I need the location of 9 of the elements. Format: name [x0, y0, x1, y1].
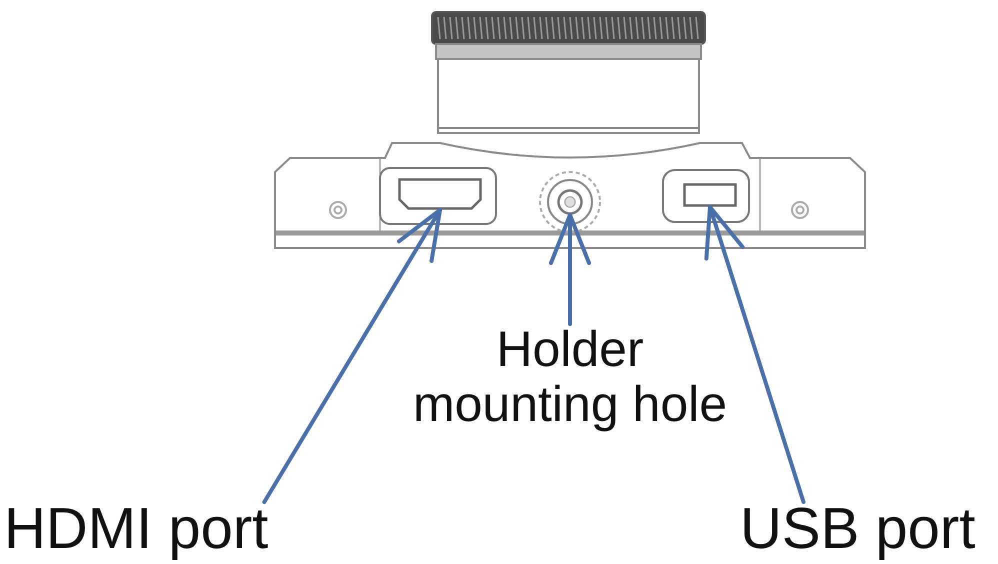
- leader-arrow: [704, 205, 806, 504]
- part-label: Holder mounting hole: [405, 322, 735, 432]
- leader-arrow: [549, 213, 591, 326]
- mounting-hole: [557, 189, 583, 215]
- part-label: HDMI port: [4, 500, 268, 558]
- port-socket: [683, 183, 737, 207]
- part-label: USB port: [740, 500, 976, 558]
- leader-arrow: [262, 208, 442, 504]
- port-socket: [398, 178, 482, 210]
